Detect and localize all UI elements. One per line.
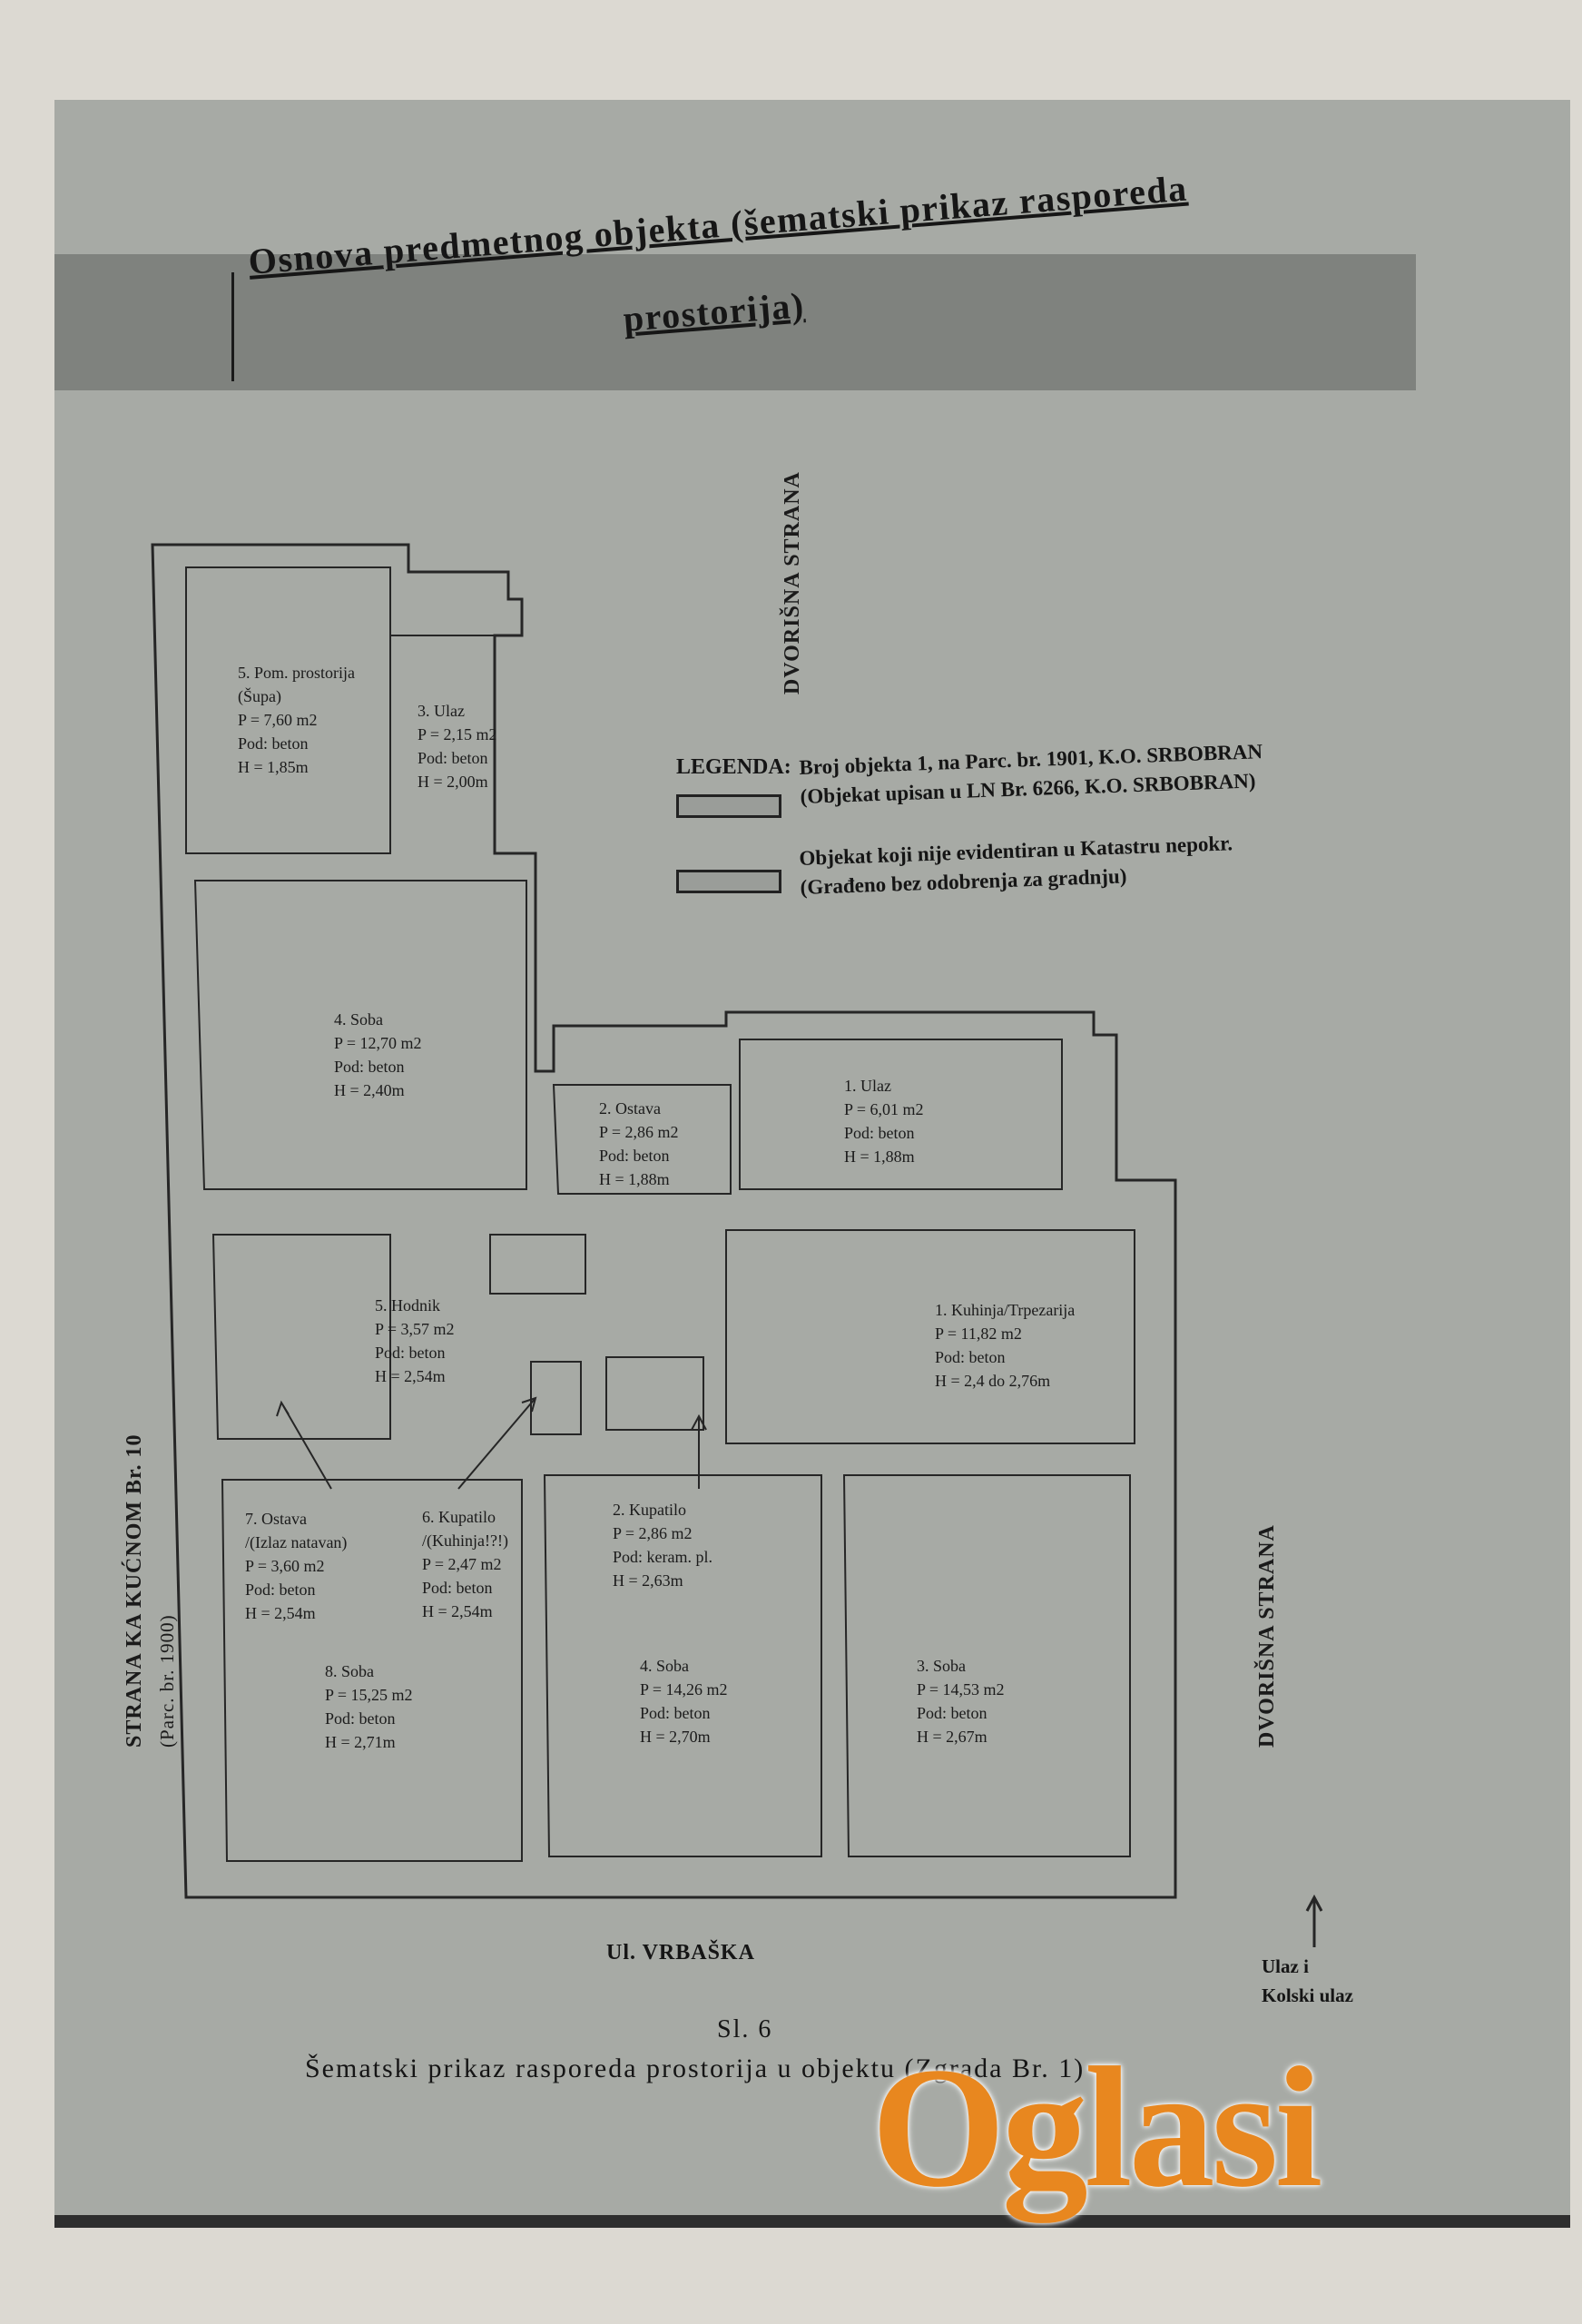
arrow-kupatilo2-icon	[691, 1413, 707, 1489]
oglasi-watermark-logo: Oglasi	[871, 2033, 1322, 2223]
legend-title: LEGENDA:	[676, 755, 791, 779]
room-soba4b-wall	[543, 1474, 822, 1857]
room-ostava2-wall	[552, 1084, 732, 1195]
yard-side-right-label: DVORIŠNA STRANA	[1255, 1524, 1279, 1748]
street-label: Ul. VRBAŠKA	[606, 1941, 755, 1965]
room-soba8-wall	[221, 1479, 523, 1862]
entry-arrow-icon	[1305, 1894, 1323, 1947]
yard-side-top-label: DVORIŠNA STRANA	[781, 471, 804, 694]
outer-wall	[151, 543, 1177, 1899]
document-sheet	[54, 100, 1570, 2215]
tub	[530, 1361, 582, 1435]
room-soba3-wall	[842, 1474, 1131, 1857]
figure-caption: Šematski prikaz rasporeda prostorija u o…	[305, 2053, 1086, 2083]
room-kuhinja-wall	[725, 1229, 1135, 1444]
arrow-ostava7-icon	[276, 1400, 332, 1490]
legend-swatch-unregistered	[676, 870, 781, 893]
arrow-kupatilo6-icon	[457, 1396, 537, 1490]
house-side-label-line1: STRANA KA KUĆNOM Br. 10	[123, 1433, 146, 1748]
room-pom-wall	[185, 566, 391, 854]
title-band	[54, 254, 1416, 390]
sheet-bottom-edge	[54, 2215, 1570, 2228]
shower2	[605, 1356, 704, 1431]
room-ostava7-top-wall	[211, 1234, 391, 1440]
title-bracket	[231, 272, 234, 381]
room-ulaz1-wall	[739, 1039, 1063, 1190]
legend-swatch-registered	[676, 794, 781, 818]
shower1	[489, 1234, 586, 1295]
room-soba4a-wall	[193, 880, 527, 1190]
figure-number: Sl. 6	[717, 2015, 773, 2043]
house-side-label-line2: (Parc. br. 1900)	[156, 1614, 178, 1748]
